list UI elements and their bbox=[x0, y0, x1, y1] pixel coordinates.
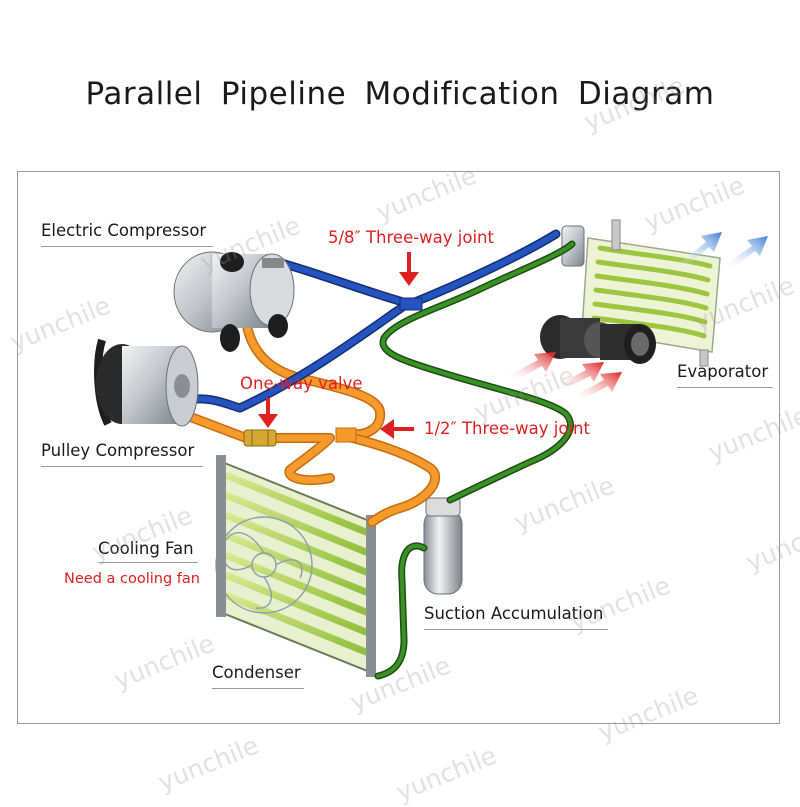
condenser-unit bbox=[215, 455, 376, 677]
one-way-valve-body bbox=[243, 429, 277, 447]
underline-electric-compressor bbox=[41, 246, 213, 247]
diagram-frame bbox=[17, 171, 780, 724]
label-suction-accumulation: Suction Accumulation bbox=[424, 604, 604, 623]
label-three-way-58: 5/8″ Three-way joint bbox=[328, 228, 494, 247]
note-cooling-fan: Need a cooling fan bbox=[64, 571, 200, 587]
label-three-way-12: 1/2″ Three-way joint bbox=[424, 419, 590, 438]
electric-compressor bbox=[173, 251, 295, 352]
label-evaporator: Evaporator bbox=[677, 362, 769, 381]
label-cooling-fan: Cooling Fan bbox=[98, 539, 194, 558]
suction-accumulator bbox=[423, 497, 463, 595]
underline-suction-accumulation bbox=[424, 629, 608, 630]
label-one-way-valve: One-way valve bbox=[240, 374, 363, 393]
joint-58 bbox=[399, 297, 423, 311]
label-electric-compressor: Electric Compressor bbox=[41, 221, 207, 240]
label-condenser: Condenser bbox=[212, 663, 301, 682]
underline-cooling-fan bbox=[98, 562, 198, 563]
page-title: Parallel Pipeline Modification Diagram bbox=[85, 76, 715, 112]
label-pulley-compressor: Pulley Compressor bbox=[41, 441, 195, 460]
pulley-compressor bbox=[94, 338, 199, 427]
underline-pulley-compressor bbox=[41, 466, 203, 467]
airflow-out-arrows bbox=[680, 232, 768, 270]
joint-12 bbox=[335, 427, 357, 443]
indicator-arrows bbox=[258, 252, 419, 439]
underline-condenser bbox=[212, 688, 304, 689]
underline-evaporator bbox=[677, 387, 773, 388]
return-pipeline bbox=[374, 240, 576, 680]
airflow-in-arrows bbox=[508, 352, 622, 402]
blower-motor bbox=[540, 315, 656, 364]
